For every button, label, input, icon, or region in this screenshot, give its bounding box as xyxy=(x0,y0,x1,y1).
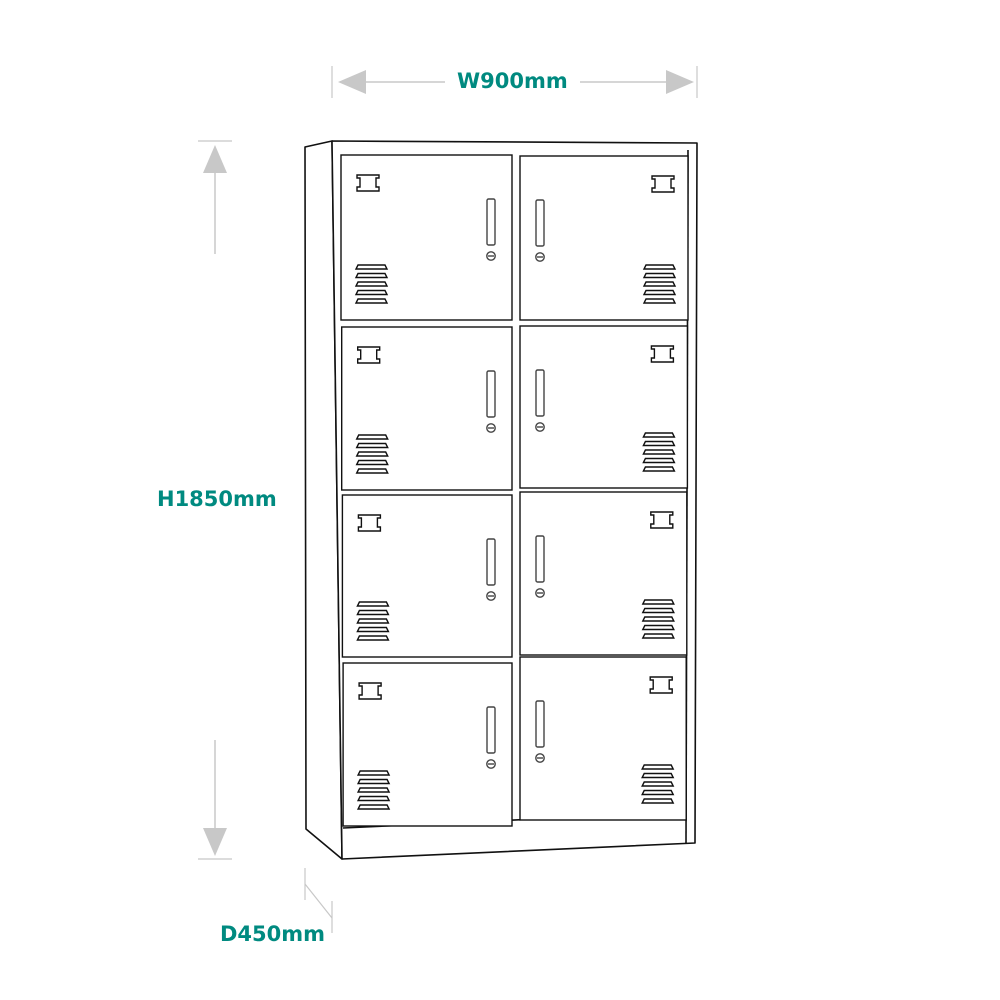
vent-slots-icon xyxy=(356,601,390,641)
height-dimension xyxy=(198,140,232,860)
label-holder-icon xyxy=(649,676,673,694)
handle-icon[interactable] xyxy=(486,706,496,754)
vent-slots-icon xyxy=(642,432,676,472)
vent-slots-icon xyxy=(355,434,389,474)
depth-dimension xyxy=(304,868,333,933)
depth-label: D450mm xyxy=(220,922,326,946)
label-holder-icon xyxy=(356,174,380,192)
vent-slots-icon xyxy=(641,599,675,639)
locker-door[interactable] xyxy=(519,491,688,656)
handle-icon[interactable] xyxy=(535,199,545,247)
handle-icon[interactable] xyxy=(486,370,496,418)
vent-slots-icon xyxy=(641,764,675,804)
label-holder-icon xyxy=(357,514,382,532)
arrow-right-icon xyxy=(666,70,694,94)
locker-door[interactable] xyxy=(519,155,689,321)
handle-icon[interactable] xyxy=(486,538,496,586)
handle-icon[interactable] xyxy=(486,198,496,246)
vent-slots-icon xyxy=(356,770,391,810)
locker-door[interactable] xyxy=(341,326,513,491)
label-holder-icon xyxy=(650,511,674,529)
doors xyxy=(340,154,689,827)
arrow-left-icon xyxy=(338,70,366,94)
locker-door[interactable] xyxy=(340,154,513,321)
locker-door[interactable] xyxy=(519,656,687,821)
label-holder-icon xyxy=(650,345,675,363)
handle-icon[interactable] xyxy=(535,700,545,748)
vent-slots-icon xyxy=(354,264,389,304)
label-holder-icon xyxy=(357,346,381,364)
vent-slots-icon xyxy=(642,264,677,304)
label-holder-icon xyxy=(651,175,675,193)
arrow-down-icon xyxy=(203,828,227,856)
width-label: W900mm xyxy=(457,69,568,93)
arrow-up-icon xyxy=(203,145,227,173)
height-label: H1850mm xyxy=(157,487,277,511)
label-holder-icon xyxy=(358,682,382,700)
locker-door[interactable] xyxy=(519,325,689,489)
width-dimension xyxy=(331,66,698,98)
handle-icon[interactable] xyxy=(535,369,545,417)
locker-door[interactable] xyxy=(342,662,513,827)
handle-icon[interactable] xyxy=(535,535,545,583)
locker-door[interactable] xyxy=(341,494,513,658)
